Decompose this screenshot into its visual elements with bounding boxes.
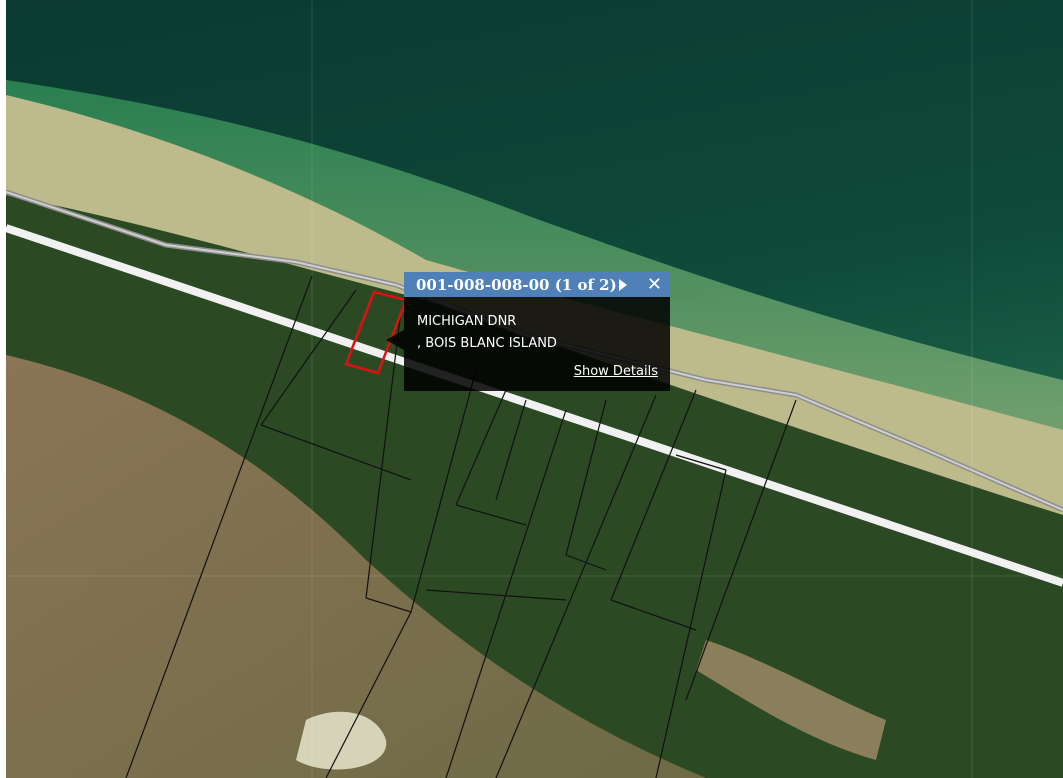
selected-parcel[interactable] [344,290,408,375]
aerial-map[interactable]: 001-008-008-00 (1 of 2) ✕ MICHIGAN DNR ,… [6,0,1063,778]
popup-title: 001-008-008-00 (1 of 2) [416,275,617,294]
show-details-link[interactable]: Show Details [573,364,658,379]
parcel-popup: 001-008-008-00 (1 of 2) ✕ MICHIGAN DNR ,… [404,272,670,391]
field-east [696,640,886,760]
popup-pointer [386,330,404,350]
popup-header: 001-008-008-00 (1 of 2) ✕ [404,272,670,297]
owner-name: MICHIGAN DNR [417,314,517,329]
field [6,355,706,778]
parcel-boundaries[interactable] [125,275,797,778]
popup-body: MICHIGAN DNR , BOIS BLANC ISLAND Show De… [404,297,670,391]
main-road [6,224,1063,587]
close-icon[interactable]: ✕ [646,273,662,295]
clearing [296,711,387,770]
parcel-address: , BOIS BLANC ISLAND [417,336,557,351]
next-arrow-icon[interactable] [618,278,627,291]
